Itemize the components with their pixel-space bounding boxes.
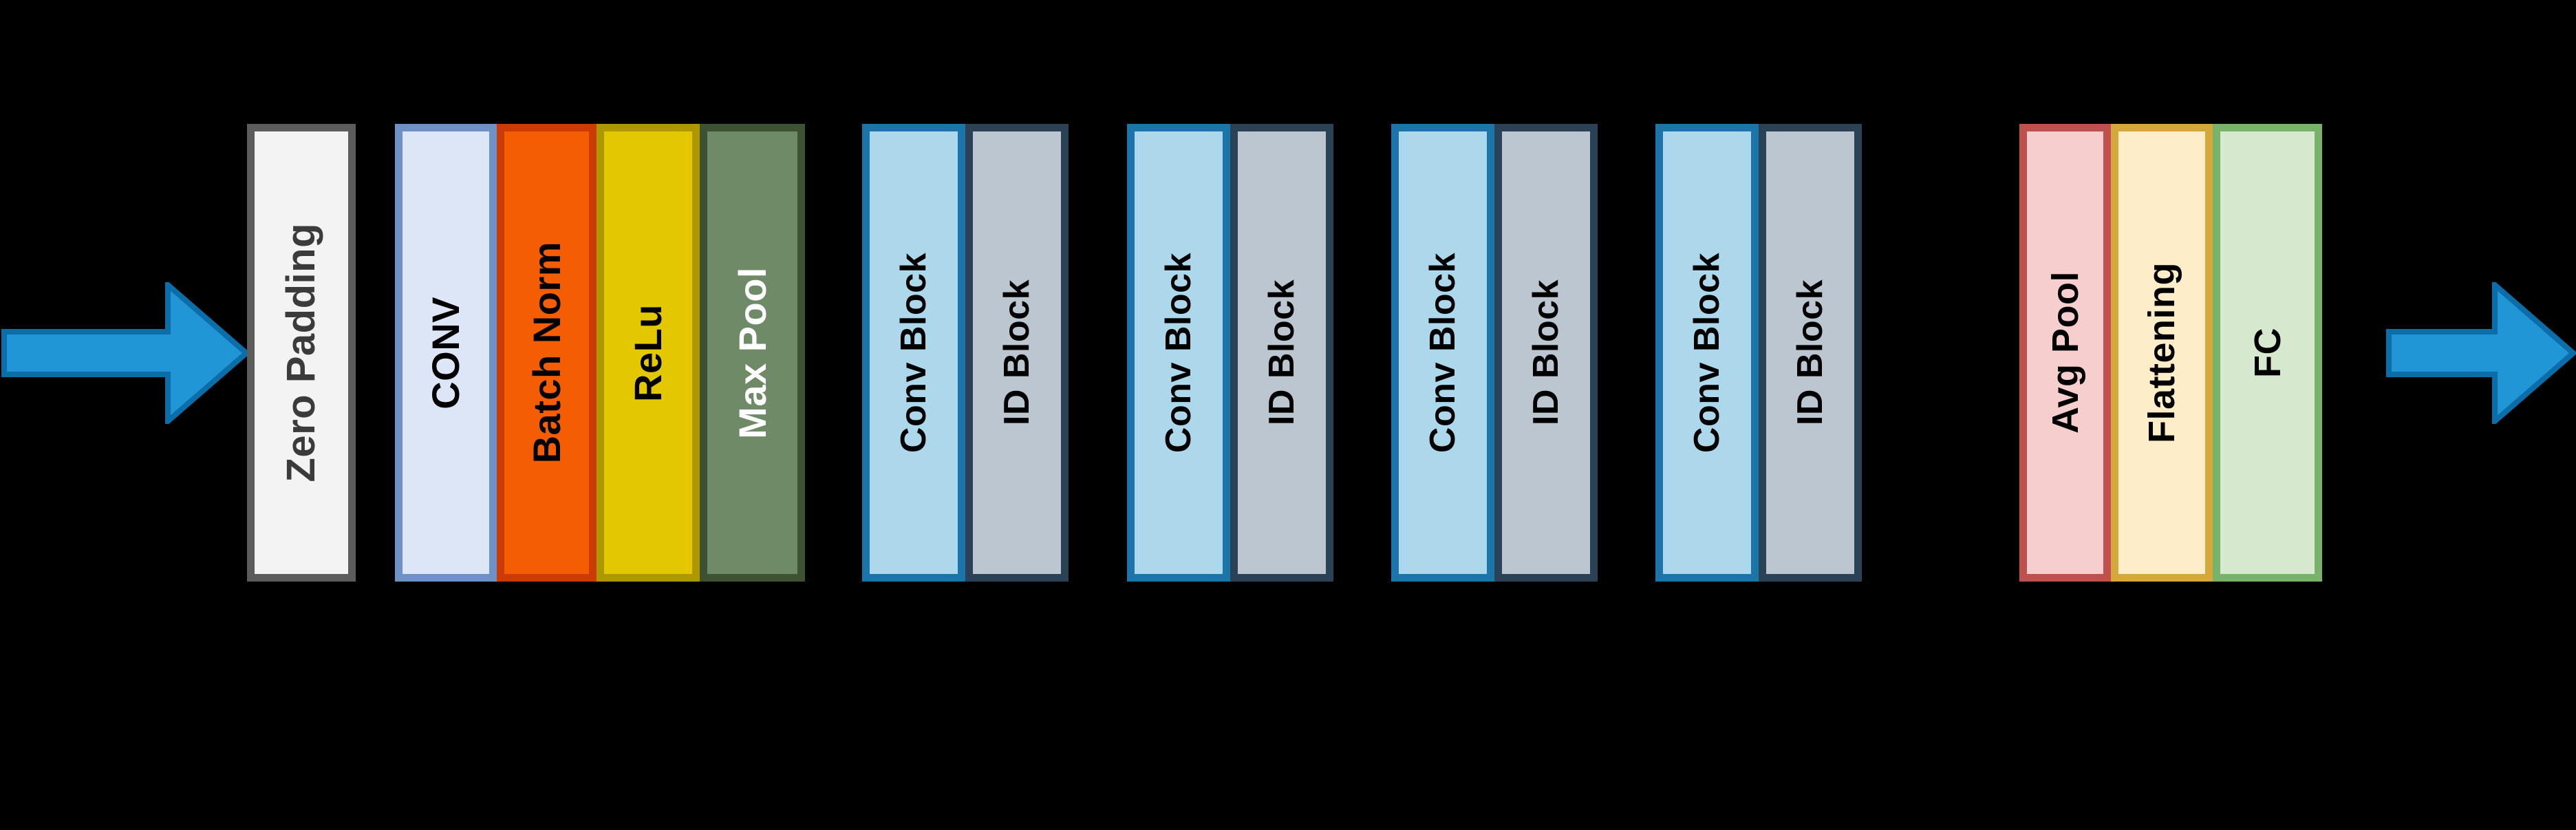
block-label: FC (2246, 328, 2288, 378)
block-conv-block-1[interactable]: Conv Block (862, 124, 965, 582)
block-fc[interactable]: FC (2213, 124, 2322, 582)
block-conv-block-4[interactable]: Conv Block (1655, 124, 1759, 582)
block-zero-padding[interactable]: Zero Padding (247, 124, 356, 582)
block-relu[interactable]: ReLu (597, 124, 700, 582)
block-avg-pool[interactable]: Avg Pool (2019, 124, 2111, 582)
block-label: ReLu (626, 304, 669, 402)
block-label: Max Pool (730, 266, 774, 439)
block-label: ID Block (1526, 279, 1566, 426)
block-label: Batch Norm (524, 242, 568, 464)
block-max-pool[interactable]: Max Pool (700, 124, 805, 582)
output-arrow (2386, 282, 2576, 424)
block-label: Conv Block (1159, 252, 1199, 454)
block-batch-norm[interactable]: Batch Norm (497, 124, 597, 582)
block-id-block-4[interactable]: ID Block (1759, 124, 1862, 582)
block-label: ID Block (1790, 279, 1830, 426)
block-conv-block-3[interactable]: Conv Block (1391, 124, 1494, 582)
block-id-block-1[interactable]: ID Block (965, 124, 1069, 582)
block-id-block-2[interactable]: ID Block (1230, 124, 1333, 582)
block-label: Conv Block (1423, 252, 1463, 454)
block-label: Conv Block (1687, 252, 1727, 454)
block-flattening[interactable]: Flattening (2111, 124, 2213, 582)
block-label: Avg Pool (2044, 271, 2086, 434)
block-label: Zero Padding (279, 223, 323, 482)
block-label: ID Block (997, 279, 1037, 426)
input-arrow (1, 282, 249, 424)
block-label: CONV (424, 296, 467, 409)
block-conv[interactable]: CONV (395, 124, 497, 582)
block-label: Flattening (2141, 262, 2182, 443)
block-conv-block-2[interactable]: Conv Block (1127, 124, 1230, 582)
block-label: Conv Block (894, 252, 934, 454)
block-label: ID Block (1262, 279, 1302, 426)
block-id-block-3[interactable]: ID Block (1494, 124, 1598, 582)
